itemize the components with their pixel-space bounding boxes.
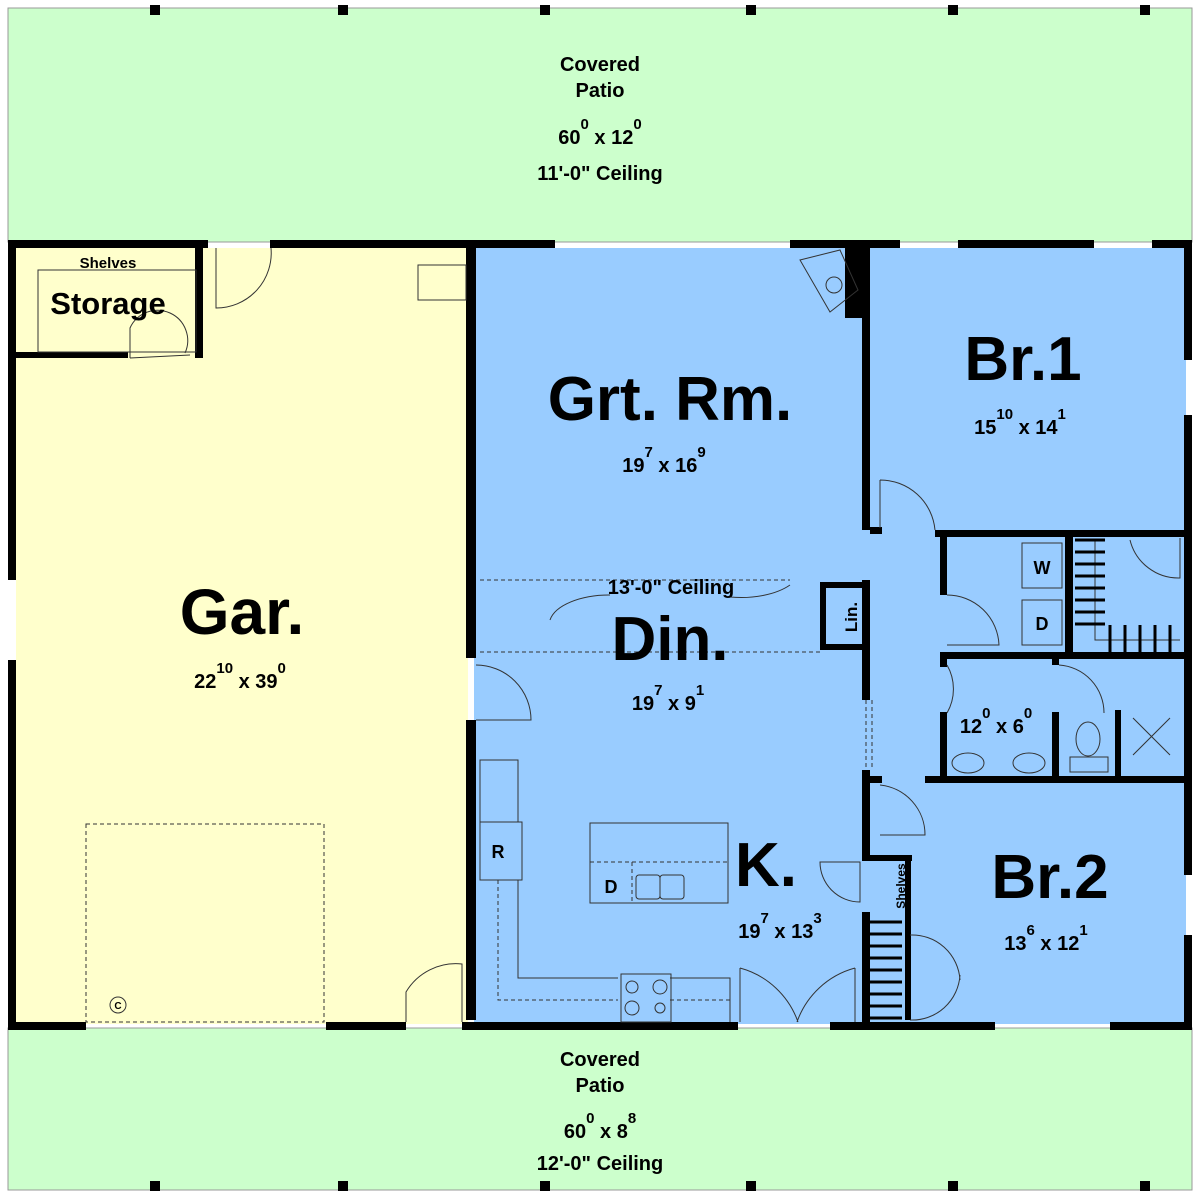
- washer-label: W: [1034, 558, 1051, 578]
- great-room-dimensions: 197 x 169: [622, 444, 705, 477]
- bath-dimensions: 120 x 60: [960, 705, 1032, 738]
- fixtures: [37, 247, 1181, 1023]
- patio-top-label: Covered Patio 600 x 120 11'-0" Ceiling: [537, 54, 662, 185]
- dishwasher-label: D: [605, 877, 618, 897]
- kitchen-label: K.: [735, 831, 797, 900]
- patio-name-line1: Covered: [560, 54, 640, 76]
- garage-dimensions: 2210 x 390: [194, 660, 286, 693]
- dining-ceiling: 13'-0" Ceiling: [608, 577, 735, 599]
- linen-closet-label: Lin.: [842, 602, 861, 632]
- patio-ceiling: 11'-0" Ceiling: [537, 163, 662, 185]
- covered-patio-bottom: [7, 1027, 1193, 1191]
- patio-posts: [150, 5, 1150, 1191]
- covered-patio-top: [7, 7, 1193, 243]
- patio-dimensions: 600 x 88: [564, 1110, 636, 1143]
- patio-name-line1: Covered: [560, 1049, 640, 1071]
- bedroom2-label: Br.2: [991, 843, 1108, 912]
- kitchen-dimensions: 197 x 133: [738, 910, 821, 943]
- walls: [8, 240, 1192, 1030]
- garage-area: [16, 248, 468, 1024]
- dryer-label: D: [1036, 614, 1049, 634]
- bedroom1-dimensions: 1510 x 141: [974, 406, 1066, 439]
- bedroom2-dimensions: 136 x 121: [1004, 922, 1087, 955]
- patio-name-line2: Patio: [576, 80, 625, 102]
- storage-shelves-label: Shelves: [80, 255, 137, 272]
- closet-rods: [870, 538, 1172, 1020]
- patio-ceiling: 12'-0" Ceiling: [537, 1153, 664, 1175]
- garage-label: Gar.: [180, 576, 305, 648]
- dining-dimensions: 197 x 91: [632, 682, 704, 715]
- storage-label: Storage: [50, 286, 165, 321]
- bedroom1-label: Br.1: [964, 325, 1081, 394]
- garage-c-mark: C: [114, 1001, 121, 1012]
- patio-name-line2: Patio: [576, 1075, 625, 1097]
- great-room-label: Grt. Rm.: [548, 365, 793, 434]
- dining-label: Din.: [611, 605, 728, 674]
- hall-shelves-label: Shelves: [894, 863, 908, 909]
- patio-bottom-label: Covered Patio 600 x 88 12'-0" Ceiling: [537, 1049, 664, 1175]
- refrigerator-label: R: [492, 842, 505, 862]
- patio-dimensions: 600 x 120: [558, 116, 641, 149]
